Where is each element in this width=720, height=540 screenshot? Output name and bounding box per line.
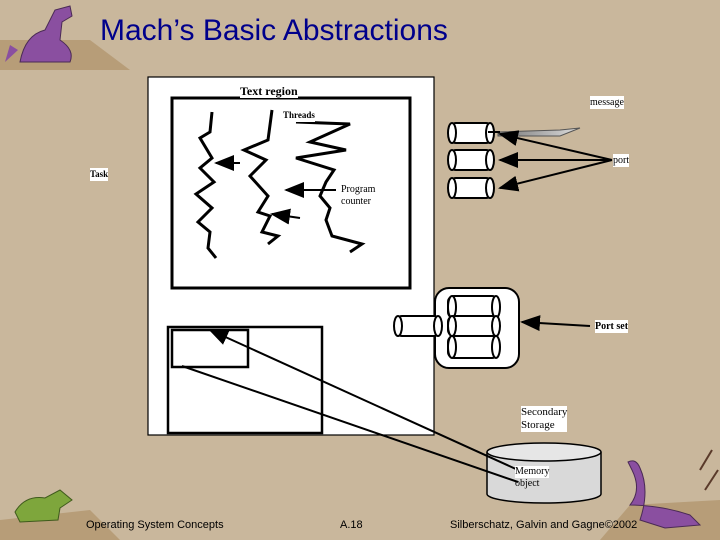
task-label: Task [90,168,109,181]
port-icon [447,149,495,171]
slide-title: Mach’s Basic Abstractions [100,14,448,47]
secondary-storage-label: Secondary Storage [521,406,568,432]
memory-mapping-arrow [208,329,519,471]
port-icon [447,177,495,199]
port-arrow [498,159,613,192]
port-icon [447,335,501,359]
memory-mapping-arrow [181,365,519,483]
port-icon [447,315,501,337]
dinosaur-bottomright-icon [600,449,720,540]
port-icon [447,295,501,319]
footer-authors: Silberschatz, Galvin and Gagne©2002 [450,519,638,531]
port-icon [393,315,443,337]
message-label: message [590,96,624,109]
footer-page-number: A.18 [340,519,363,531]
dinosaur-topleft-icon [0,5,130,70]
thread-line [240,109,282,246]
program-counter-label: Program counter [341,184,376,207]
footer-course: Operating System Concepts [86,519,224,531]
program-counter-arrow [270,208,301,225]
thread-line [193,111,218,259]
threads-label: Threads [283,109,315,122]
port-arrow [498,130,613,161]
memory-page-box [170,328,250,369]
port-set-arrow [520,315,591,332]
dinosaur-bottomleft-icon [0,489,120,540]
thread-line [295,120,366,254]
text-region-label: Text region [240,84,298,98]
port-set-label: Port set [595,320,629,333]
port-label: port [613,154,630,167]
memory-object-label: Memory object [515,466,550,489]
port-icon [447,122,495,144]
